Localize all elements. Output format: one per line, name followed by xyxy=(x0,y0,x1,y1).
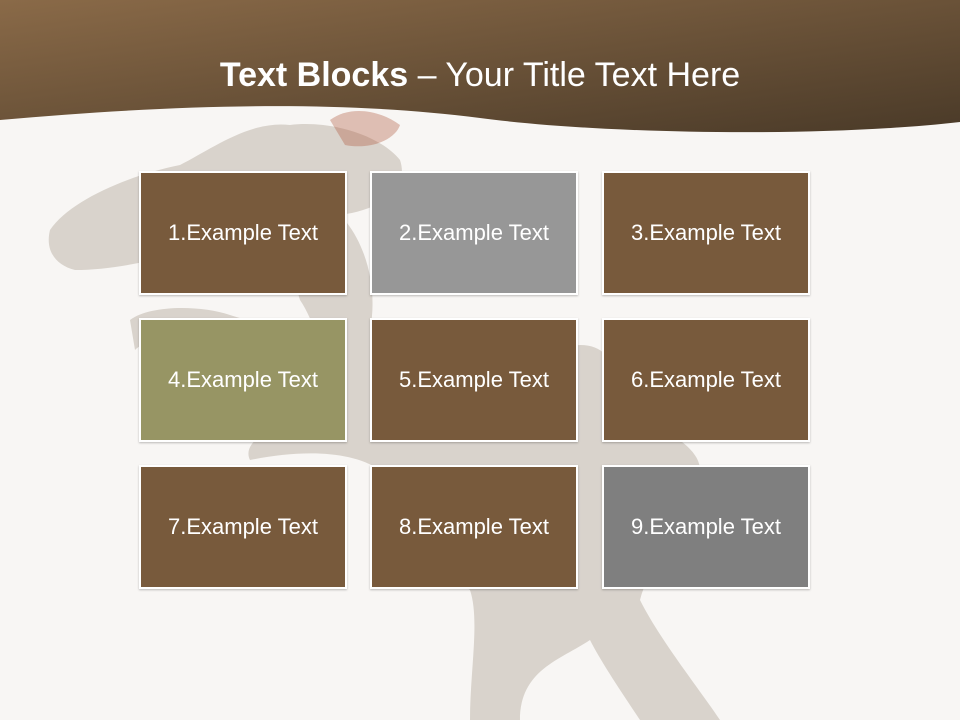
text-block-4: 4.Example Text xyxy=(139,318,347,442)
text-block-5: 5.Example Text xyxy=(370,318,578,442)
text-block-5-label: 5.Example Text xyxy=(398,367,549,392)
text-block-1-label: 1.Example Text xyxy=(167,220,318,245)
title-banner xyxy=(0,0,960,133)
text-block-7-label: 7.Example Text xyxy=(167,514,318,539)
text-block-9-label: 9.Example Text xyxy=(630,514,781,539)
text-block-3: 3.Example Text xyxy=(602,171,810,295)
slide-title: Text Blocks – Your Title Text Here xyxy=(0,52,960,98)
text-block-4-label: 4.Example Text xyxy=(167,367,318,392)
text-block-9: 9.Example Text xyxy=(602,465,810,589)
text-block-grid: 1.Example Text 2.Example Text 3.Example … xyxy=(139,171,815,593)
text-block-2: 2.Example Text xyxy=(370,171,578,295)
text-block-6-label: 6.Example Text xyxy=(630,367,781,392)
title-rest: Your Title Text Here xyxy=(445,56,741,94)
title-separator: – xyxy=(408,56,446,94)
text-block-6: 6.Example Text xyxy=(602,318,810,442)
text-block-3-label: 3.Example Text xyxy=(630,220,781,245)
text-block-8-label: 8.Example Text xyxy=(398,514,549,539)
title-bold: Text Blocks xyxy=(219,56,409,94)
text-block-7: 7.Example Text xyxy=(139,465,347,589)
text-block-2-label: 2.Example Text xyxy=(398,220,549,245)
text-block-1: 1.Example Text xyxy=(139,171,347,295)
text-block-8: 8.Example Text xyxy=(370,465,578,589)
